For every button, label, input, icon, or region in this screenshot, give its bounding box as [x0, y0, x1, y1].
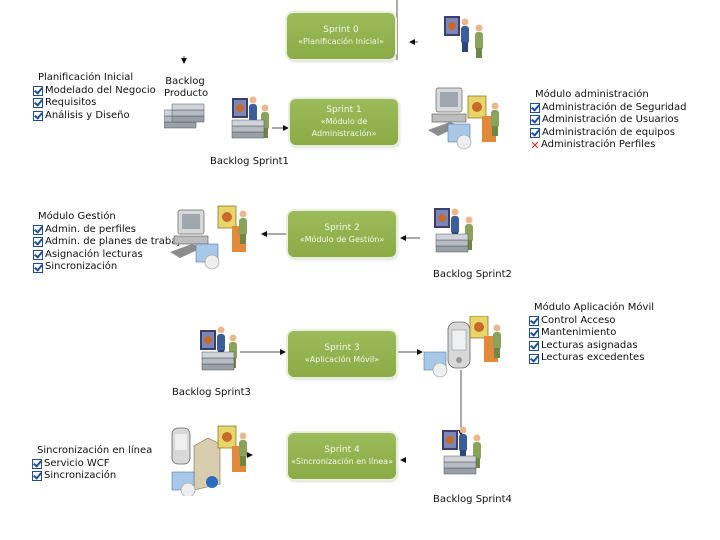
label-line: Backlog: [165, 76, 205, 87]
label-line: Producto: [164, 88, 209, 99]
checkbox-checked-icon: [33, 262, 43, 273]
module-item-label: Lecturas asignadas: [541, 339, 638, 351]
checkbox-checked-icon: [529, 341, 539, 352]
checkbox-checked-icon: [529, 328, 539, 339]
module-item: Administración de Usuarios: [530, 114, 687, 127]
sprint-title: Sprint 2: [324, 223, 360, 233]
module-item: Sincronización: [33, 261, 186, 274]
module-item-label: Administración de Usuarios: [542, 114, 679, 126]
module-item: Sincronización: [32, 470, 152, 483]
sprint-title: Sprint 1: [326, 105, 362, 115]
team-presentation-icon: [444, 16, 483, 58]
workstation-presenter-icon: [428, 87, 499, 150]
sprint-subtitle: «Planificación Inicial»: [298, 37, 384, 46]
sprint-3-box: Sprint 3 «Aplicación Móvil»: [288, 331, 396, 377]
module-item-label: Requisitos: [45, 97, 97, 109]
backlog-sprint2-label: Backlog Sprint2: [433, 269, 512, 280]
module-title: Módulo Aplicación Móvil: [534, 302, 655, 313]
checkbox-checked-icon: [530, 128, 540, 139]
checkbox-checked-icon: [530, 115, 540, 126]
backlog-sprint3-icon: [200, 326, 237, 371]
backlog-sprint4-label: Backlog Sprint4: [433, 494, 512, 505]
module-item-label: Lecturas excedentes: [541, 352, 645, 364]
checkbox-checked-icon: [33, 111, 43, 122]
checkbox-checked-icon: [32, 471, 42, 482]
module-item: Administración de Seguridad: [530, 102, 687, 115]
module-item-label: Administración Perfiles: [541, 139, 656, 151]
backlog-sprint1-icon: [231, 96, 269, 139]
mobile-device-presenter-icon: [423, 316, 501, 378]
module-item: Lecturas asignadas: [529, 340, 654, 353]
checkbox-checked-icon: [529, 315, 539, 326]
module-item: Servicio WCF: [32, 458, 152, 471]
backlog-sprint2-icon: [434, 208, 473, 253]
module-item: ✕Administración Perfiles: [530, 139, 687, 152]
module-item-label: Modelado del Negocio: [45, 84, 156, 96]
module-item-label: Administración de equipos: [542, 126, 675, 138]
sprint-subtitle: «Aplicación Móvil»: [304, 355, 380, 364]
checkbox-checked-icon: [33, 237, 43, 248]
module-item-label: Análisis y Diseño: [45, 109, 130, 121]
module-title: Sincronización en línea: [37, 445, 153, 456]
cross-icon: ✕: [530, 138, 540, 152]
sprint-4-box: Sprint 4 «Sincronización en línea»: [288, 433, 396, 479]
sprint-1-box: Sprint 1 «Módulo de Administración»: [290, 99, 398, 145]
server-sync-icon: [171, 425, 247, 496]
checkbox-checked-icon: [33, 98, 43, 109]
module-title: Planificación Inicial: [38, 72, 134, 83]
backlog-sprint3-label: Backlog Sprint3: [172, 387, 251, 398]
module-item-label: Sincronización: [45, 261, 118, 273]
backlog-sprint1-label: Backlog Sprint1: [210, 156, 289, 167]
module-item: Control Acceso: [529, 315, 654, 328]
checkbox-checked-icon: [33, 224, 43, 235]
module-item-label: Asignación lecturas: [45, 248, 143, 260]
sprint-title: Sprint 3: [324, 343, 360, 353]
checkbox-checked-icon: [529, 353, 539, 364]
checkbox-checked-icon: [530, 102, 540, 113]
sprint-subtitle: «Módulo de Gestión»: [299, 235, 385, 244]
sprint-title: Sprint 4: [324, 445, 360, 455]
module-title: Módulo administración: [535, 89, 649, 100]
sprint-subtitle: «Sincronización en línea»: [291, 457, 393, 466]
checkbox-checked-icon: [33, 250, 43, 261]
module-item: Asignación lecturas: [33, 249, 186, 262]
sprint-subtitle: «Módulo de Administración»: [311, 117, 377, 138]
sprint-2-box: Sprint 2 «Módulo de Gestión»: [288, 211, 396, 257]
module-item-label: Servicio WCF: [44, 457, 110, 469]
module-item: Requisitos: [33, 97, 156, 110]
checkbox-checked-icon: [32, 458, 42, 469]
workstation-presenter-icon: [170, 205, 247, 270]
module-item-label: Sincronización: [44, 470, 117, 482]
checkbox-checked-icon: [33, 85, 43, 96]
module-item-label: Administración de Seguridad: [542, 101, 687, 113]
backlog-sprint4-icon: [442, 426, 481, 475]
sprint-title: Sprint 0: [323, 25, 359, 35]
module-item: Mantenimiento: [529, 327, 654, 340]
module-item: Lecturas excedentes: [529, 352, 654, 365]
sprint-0-box: Sprint 0 «Planificación Inicial»: [287, 13, 395, 59]
module-item: Administración de equipos: [530, 127, 687, 140]
module-item-label: Control Acceso: [541, 314, 616, 326]
module-item-label: Mantenimiento: [541, 327, 617, 339]
module-item: Admin. de planes de trabajo: [33, 236, 186, 249]
module-item-label: Admin. de planes de trabajo: [45, 236, 187, 248]
module-title: Módulo Gestión: [38, 211, 116, 222]
module-item: Admin. de perfiles: [33, 224, 186, 237]
module-item: Análisis y Diseño: [33, 110, 156, 123]
module-item: Modelado del Negocio: [33, 85, 156, 98]
module-item-label: Admin. de perfiles: [45, 223, 136, 235]
document-stack-icon: [164, 103, 205, 129]
